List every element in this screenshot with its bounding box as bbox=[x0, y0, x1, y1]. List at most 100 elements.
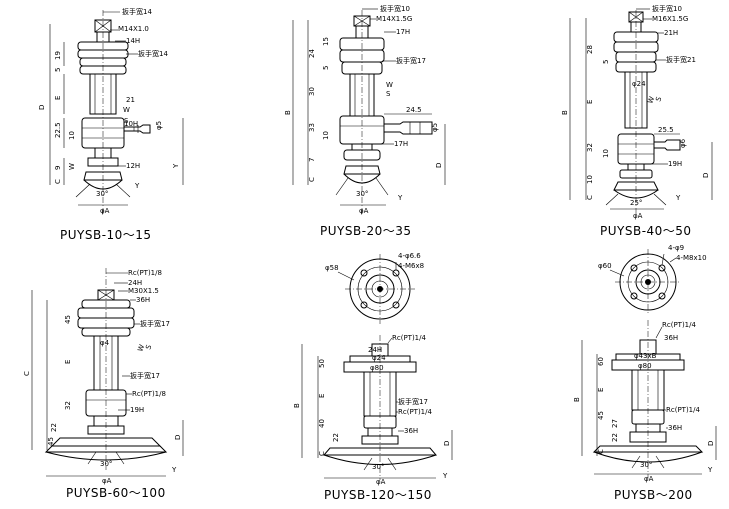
callout-21-1: 21 bbox=[126, 96, 135, 104]
callout-s-4: S bbox=[144, 343, 153, 350]
callout-25-5-3: 25.5 bbox=[658, 126, 674, 134]
dim-27-6: 27 bbox=[611, 419, 619, 428]
callout-4m6-5: 4-M6x8 bbox=[398, 262, 424, 270]
callout-phi4-4: φ4 bbox=[100, 339, 110, 347]
dim-15-2: 15 bbox=[322, 37, 330, 46]
callout-17h-2: 17H bbox=[394, 140, 408, 148]
dim-19-1: 19 bbox=[54, 51, 62, 60]
dim-22-4: 22 bbox=[50, 423, 58, 432]
callout-m30-4: M30X1.5 bbox=[128, 287, 159, 295]
drawing-puysb-120-150: φ58 4-φ6.6 4-M6x8 φA 30° B 50 E 40 22 C … bbox=[293, 252, 453, 502]
drawing-puysb-60-100: φA 30° C 45 E 32 22 45 D Y Rc(PT)1/8 24H… bbox=[23, 268, 184, 500]
dim-B-1: D bbox=[38, 105, 46, 110]
callout-24h-4: 24H bbox=[128, 279, 142, 287]
dim-Y-3: Y bbox=[675, 194, 681, 202]
dim-Y-4: Y bbox=[171, 466, 177, 474]
dim-45-6: 45 bbox=[597, 411, 605, 420]
dim-33-2: 33 bbox=[308, 123, 316, 132]
angle-5: 30° bbox=[372, 463, 384, 471]
callout-4phi9-6: 4-φ9 bbox=[668, 244, 684, 252]
callout-4phi66-5: 4-φ6.6 bbox=[398, 252, 421, 260]
dim-E-1: E bbox=[54, 96, 62, 100]
angle-4: 30° bbox=[100, 460, 112, 468]
callout-w2-1: W bbox=[68, 163, 76, 170]
dim-E-6: E bbox=[597, 388, 605, 392]
dim-9-1: 9 bbox=[54, 166, 62, 170]
label-puysb-120-150: PUYSB-120～150 bbox=[324, 488, 432, 502]
label-puysb-40-50: PUYSB-40～50 bbox=[600, 224, 692, 238]
callout-w-1: W bbox=[123, 106, 130, 114]
dim-10-2: 10 bbox=[322, 131, 330, 140]
callout-wrench-mid-2: 扳手宽17 bbox=[396, 56, 426, 65]
callout-thread-top-1: 扳手宽14 bbox=[122, 7, 152, 16]
label-puysb-200: PUYSB～200 bbox=[614, 488, 693, 502]
callout-wrench-1: 扳手宽14 bbox=[138, 49, 168, 58]
dim-phiA-5: φA bbox=[376, 478, 386, 486]
dim-30-2: 30 bbox=[308, 87, 316, 96]
callout-wrench-top-2: 扳手宽10 bbox=[380, 4, 410, 13]
callout-phi80-6: φ80 bbox=[638, 362, 652, 370]
callout-phi24-3: φ24 bbox=[632, 80, 646, 88]
callout-s-1: S bbox=[124, 117, 129, 125]
dim-Y-2: Y bbox=[397, 194, 403, 202]
callout-19h-3: 19H bbox=[668, 160, 682, 168]
dim-C-4: 45 bbox=[47, 437, 55, 446]
dim-10-3: 10 bbox=[602, 149, 610, 158]
callout-19h-4: 19H bbox=[130, 406, 144, 414]
callout-36h-4: 36H bbox=[136, 296, 150, 304]
label-puysb-20-35: PUYSB-20～35 bbox=[320, 224, 412, 238]
callout-port-5: Rc(PT)1/4 bbox=[398, 408, 432, 416]
dim-Y-6: Y bbox=[707, 466, 713, 474]
dim-D-4: D bbox=[174, 435, 182, 440]
angle-1: 30° bbox=[96, 190, 108, 198]
dim-24-2: 24 bbox=[308, 49, 316, 58]
dim-60-6: 60 bbox=[597, 357, 605, 366]
dim-22-6: 22 bbox=[611, 433, 619, 442]
angle-2: 30° bbox=[356, 190, 368, 198]
callout-w-4: W bbox=[136, 343, 146, 352]
dim-C-2: C bbox=[308, 177, 316, 182]
dim-45-4: 45 bbox=[64, 315, 72, 324]
callout-wrench-4: 扳手宽17 bbox=[140, 319, 170, 328]
dim-C-3: C bbox=[586, 195, 594, 200]
dim-10-1: 10 bbox=[68, 131, 76, 140]
callout-phi24-5: φ24 bbox=[372, 354, 386, 362]
dim-C-6: C bbox=[597, 449, 605, 454]
callout-wrench2-4: 扳手宽17 bbox=[130, 371, 160, 380]
callout-wrench-top-3: 扳手宽10 bbox=[652, 4, 682, 13]
dim-phiA-3: φA bbox=[633, 212, 643, 220]
dim-10b-3: 10 bbox=[586, 175, 594, 184]
callout-phi43-6: φ43xB bbox=[634, 352, 657, 360]
callout-phi80-5: φ80 bbox=[370, 364, 384, 372]
callout-wrench-5: 扳手宽17 bbox=[398, 397, 428, 406]
callout-thread-2: M14X1.5G bbox=[376, 15, 412, 23]
dim-7-2: 7 bbox=[308, 158, 316, 162]
dim-D-5: D bbox=[443, 441, 451, 446]
dim-phiA-1: φA bbox=[100, 207, 110, 215]
callout-rc-top-5: Rc(PT)1/4 bbox=[392, 334, 426, 342]
callout-port-1: φ5 bbox=[155, 121, 163, 130]
callout-wrench-mid-3: 扳手宽21 bbox=[666, 55, 696, 64]
callout-hex-1: 14H bbox=[126, 37, 140, 45]
dim-E-5: E bbox=[318, 394, 326, 398]
dim-B-3: B bbox=[561, 110, 569, 115]
label-puysb-60-100: PUYSB-60～100 bbox=[66, 486, 166, 500]
dim-phiA-6: φA bbox=[644, 475, 654, 483]
callout-port-3: φ6 bbox=[679, 138, 687, 148]
callout-w-3: W bbox=[646, 95, 656, 104]
drawing-puysb-20-35: φA 30° B 24 15 5 30 33 10 7 C D Y 扳手宽10 … bbox=[284, 4, 446, 238]
dim-Y-5: Y bbox=[442, 472, 448, 480]
dim-D-6: D bbox=[707, 441, 715, 446]
dim-phiA-2: φA bbox=[359, 207, 369, 215]
dim-B-2: B bbox=[284, 110, 292, 115]
callout-thread-1: M14X1.0 bbox=[118, 25, 149, 33]
callout-phi60-6: φ60 bbox=[598, 262, 612, 270]
callout-s-3: S bbox=[654, 95, 663, 102]
dim-32-3: 32 bbox=[586, 143, 594, 152]
dim-5-1: 5 bbox=[54, 68, 62, 72]
callout-w-2: W bbox=[386, 81, 393, 89]
dim-22-5-1: 22.5 bbox=[54, 122, 62, 138]
dim-C-5: C bbox=[318, 451, 326, 456]
callout-s-2: S bbox=[386, 90, 391, 98]
callout-36h-top-6: 36H bbox=[664, 334, 678, 342]
